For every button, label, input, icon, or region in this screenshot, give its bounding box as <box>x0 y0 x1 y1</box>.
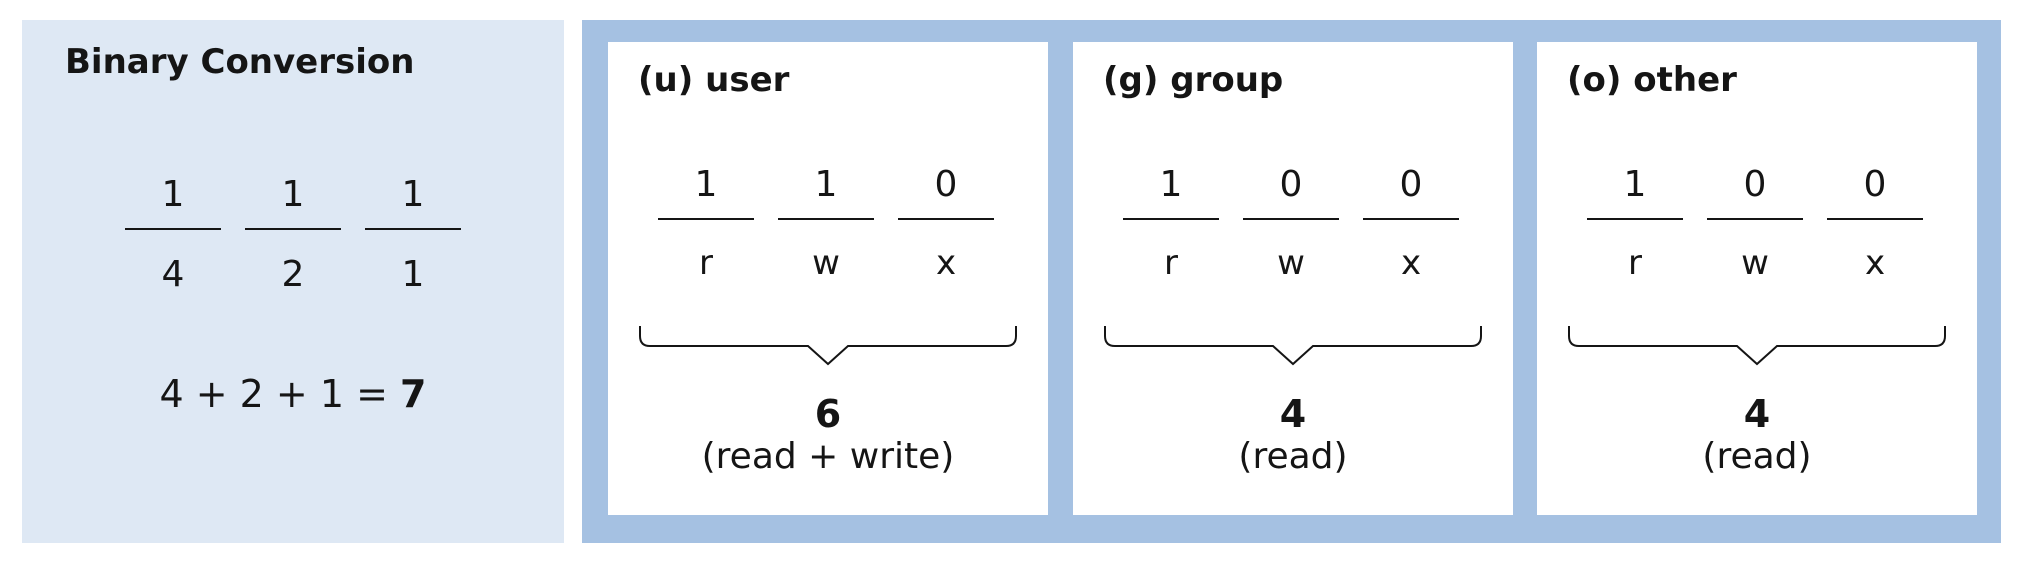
permission-letter: w <box>1741 243 1769 283</box>
permission-bit: 0 <box>1399 164 1423 205</box>
binary-digit: 1 <box>161 174 185 215</box>
permission-letter: w <box>1277 243 1305 283</box>
digit-underline <box>125 228 221 230</box>
permission-bit: 0 <box>934 164 958 205</box>
bit-column-x: 0 x <box>898 160 994 288</box>
permission-letter: x <box>1400 243 1422 283</box>
bit-underline <box>778 218 874 220</box>
place-value: 2 <box>281 254 305 295</box>
card-title: (u) user <box>638 60 790 100</box>
permission-description: (read) <box>1702 436 1812 477</box>
bit-underline <box>658 218 754 220</box>
permission-letter: w <box>812 243 840 283</box>
permission-bit: 1 <box>814 164 838 205</box>
bit-column-x: 0 x <box>1363 160 1459 288</box>
permission-card-group: (g) group 1 r 0 w 0 x 4 (read) <box>1073 42 1513 515</box>
card-title: (o) other <box>1567 60 1737 100</box>
digit-underline <box>365 228 461 230</box>
binary-column-4: 1 4 <box>125 170 221 300</box>
permission-bit: 1 <box>1159 164 1183 205</box>
octal-value: 4 <box>1279 392 1307 436</box>
permission-description: (read + write) <box>701 436 955 477</box>
permission-bit: 0 <box>1863 164 1887 205</box>
permission-bit: 0 <box>1279 164 1303 205</box>
octal-value: 6 <box>814 392 842 436</box>
permission-bit: 1 <box>694 164 718 205</box>
permission-letter: r <box>699 243 713 283</box>
octal-value: 4 <box>1743 392 1771 436</box>
bit-column-w: 0 w <box>1707 160 1803 288</box>
permission-card-other: (o) other 1 r 0 w 0 x 4 (read) <box>1537 42 1977 515</box>
binary-digit: 1 <box>281 174 305 215</box>
place-value: 1 <box>401 254 425 295</box>
permissions-frame: (u) user 1 r 1 w 0 x 6 (read + write) (g… <box>582 20 2001 543</box>
curly-brace-icon <box>1104 326 1482 366</box>
sum-result: 7 <box>400 372 427 416</box>
permission-bit: 0 <box>1743 164 1767 205</box>
curly-brace-icon <box>639 326 1017 366</box>
binary-sum: 4 + 2 + 1 = 7 <box>22 372 564 416</box>
bit-column-x: 0 x <box>1827 160 1923 288</box>
bit-underline <box>1707 218 1803 220</box>
permission-letter: x <box>1864 243 1886 283</box>
permission-bit: 1 <box>1623 164 1647 205</box>
permission-letter: x <box>935 243 957 283</box>
bit-underline <box>1243 218 1339 220</box>
permission-card-user: (u) user 1 r 1 w 0 x 6 (read + write) <box>608 42 1048 515</box>
binary-conversion-title: Binary Conversion <box>65 42 415 82</box>
bit-underline <box>1587 218 1683 220</box>
bit-column-r: 1 r <box>1587 160 1683 288</box>
permission-letter: r <box>1628 243 1642 283</box>
bit-column-w: 0 w <box>1243 160 1339 288</box>
digit-underline <box>245 228 341 230</box>
binary-conversion-panel: Binary Conversion 1 4 1 2 1 1 4 + 2 + 1 … <box>22 20 564 543</box>
bit-underline <box>898 218 994 220</box>
binary-column-1: 1 1 <box>365 170 461 300</box>
bit-column-w: 1 w <box>778 160 874 288</box>
permission-description: (read) <box>1238 436 1348 477</box>
bit-column-r: 1 r <box>1123 160 1219 288</box>
bit-underline <box>1363 218 1459 220</box>
curly-brace-icon <box>1568 326 1946 366</box>
bit-underline <box>1827 218 1923 220</box>
binary-digit: 1 <box>401 174 425 215</box>
binary-column-2: 1 2 <box>245 170 341 300</box>
card-title: (g) group <box>1103 60 1284 100</box>
place-value: 4 <box>161 254 185 295</box>
sum-expression: 4 + 2 + 1 = <box>159 372 401 416</box>
permission-letter: r <box>1164 243 1178 283</box>
bit-underline <box>1123 218 1219 220</box>
bit-column-r: 1 r <box>658 160 754 288</box>
